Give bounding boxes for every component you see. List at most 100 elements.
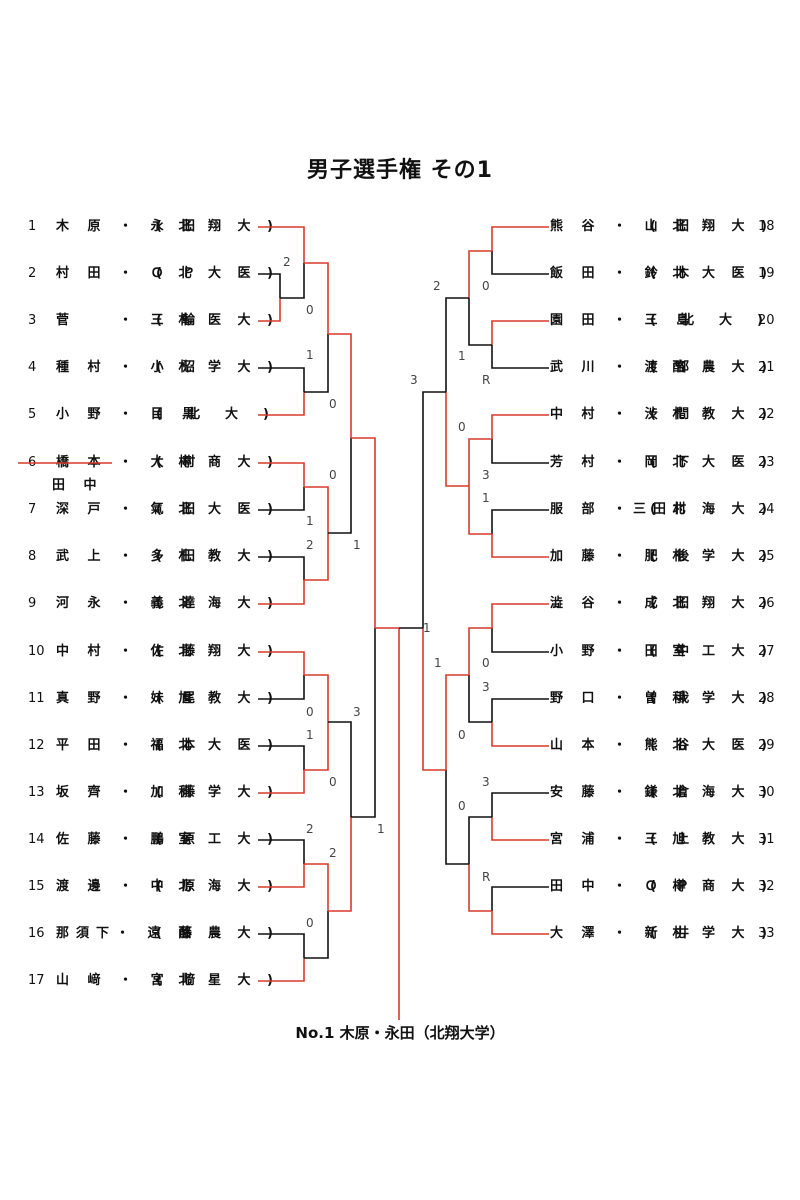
bracket-line	[258, 839, 305, 864]
entry-pair-names: 田 中 ・ Ｏ Ｐ	[550, 879, 697, 894]
entry-number: 21	[758, 360, 775, 375]
entry-club: ( 札 教 大 )	[650, 407, 773, 422]
entry-club: ( 札 学 大 )	[650, 926, 773, 941]
entry-number: 24	[758, 502, 775, 517]
entry-pair-names: 野 口 ・ 曽 我	[550, 691, 697, 706]
entry-club: ( 室 工 大 )	[156, 832, 279, 847]
entry-pair-names: 山 﨑 ・ 宮 﨑	[56, 973, 203, 988]
entry-pair-names: 服 部 ・三田村	[550, 502, 694, 517]
entry-number: 4	[28, 360, 37, 375]
score-label: 3	[482, 680, 490, 694]
bracket-line	[491, 345, 549, 369]
entry-number: 14	[28, 832, 45, 847]
score-label: 1	[306, 728, 314, 742]
entry-club: ( 樽 商 大 )	[650, 879, 773, 894]
entry-club: ( 北 海 大 )	[650, 785, 773, 800]
bracket-line	[304, 334, 329, 393]
entry-club: ( 北 大 )	[156, 407, 275, 422]
bracket-line	[258, 770, 305, 794]
entry-pair-names: 熊 谷 ・ 山 田	[550, 219, 697, 234]
entry-club: ( 北 大 医 )	[650, 455, 773, 470]
bracket-line	[491, 320, 549, 345]
bracket-line	[445, 392, 469, 487]
entry-number: 12	[28, 738, 45, 753]
entry-number: 25	[758, 549, 775, 564]
entry-number: 27	[758, 644, 775, 659]
score-label: 0	[482, 279, 490, 293]
bracket-line	[468, 675, 492, 723]
score-label: 1	[434, 656, 442, 670]
entry-number: 18	[758, 219, 775, 234]
entry-number: 10	[28, 644, 45, 659]
entry-pair-names: 佐 藤 ・ 鵬 原	[56, 832, 203, 847]
entry-pair-names: 坂 齊 ・ 加 藤	[56, 785, 203, 800]
score-label: 3	[410, 373, 418, 387]
bracket-line	[468, 486, 492, 535]
score-label: 3	[353, 705, 361, 719]
entry-pair-names: 河 永 ・ 義 達	[56, 596, 203, 611]
bracket-line	[468, 627, 492, 675]
bracket-line	[491, 911, 549, 935]
entry-number: 19	[758, 266, 775, 281]
entry-number: 1	[28, 219, 37, 234]
bracket-line	[468, 816, 492, 864]
bracket-title: 男子選手権 その1	[307, 158, 493, 183]
entry-number: 5	[28, 407, 37, 422]
entry-club: ( 札 学 大 )	[650, 549, 773, 564]
entry-number: 16	[28, 926, 45, 941]
entry-pair-names: 加 藤 ・ 肥 後	[550, 549, 697, 564]
entry-pair-names: 橋 本 ・ 大 村	[56, 455, 203, 470]
score-label: 1	[482, 491, 490, 505]
bracket-line	[304, 674, 329, 722]
bracket-line	[258, 273, 281, 298]
score-label: 0	[482, 656, 490, 670]
entry-number: 33	[758, 926, 775, 941]
entry-pair-names: 安 藤 ・ 鎌 倉	[550, 785, 697, 800]
entry-number: 23	[758, 455, 775, 470]
bracket-line	[258, 556, 305, 580]
bracket-line	[468, 438, 492, 486]
entry-pair-names: 種 村 ・ 小 沼	[56, 360, 203, 375]
entry-club: ( 北 海 大 )	[156, 879, 279, 894]
bracket-line	[280, 263, 305, 299]
bracket-line	[258, 392, 305, 416]
score-label: 0	[306, 916, 314, 930]
score-label: 1	[353, 538, 361, 552]
entry-pair-names: 澁 谷 ・ 成 田	[550, 596, 697, 611]
entry-club: ( 北 大 医 )	[156, 502, 279, 517]
right-entry-row: 25 加 藤 ・ 肥 後( 札 学 大 )	[550, 547, 780, 567]
bracket-line	[304, 863, 329, 911]
entry-pair-names: 飯 田 ・ 鈴 木	[550, 266, 697, 281]
bracket-line	[328, 333, 352, 438]
entry-pair-names: 芳 村 ・ 岡 下	[550, 455, 697, 470]
bracket-line	[328, 721, 352, 817]
bracket-line	[422, 391, 446, 628]
score-label: 2	[433, 279, 441, 293]
entry-pair-names: 園 田 ・ 三 島	[550, 313, 697, 328]
bracket-line	[445, 297, 469, 392]
entry-club: ( 札 学 大 )	[156, 360, 279, 375]
bracket-line	[328, 817, 352, 912]
entry-pair-names: 木 原 ・ 永 田	[56, 219, 203, 234]
score-label: 1	[306, 514, 314, 528]
bracket-lines	[258, 226, 549, 1020]
entry-pair-names: 真 野 ・ 妹 尾	[56, 691, 203, 706]
score-label: R	[482, 870, 490, 884]
bracket-line	[445, 674, 469, 770]
score-label: 2	[306, 538, 314, 552]
right-entry-row: 23 芳 村 ・ 岡 下( 北 大 医 )	[550, 453, 780, 473]
bracket-line	[258, 864, 305, 888]
entry-club: ( 北 大 医 )	[650, 266, 773, 281]
score-label: 3	[482, 775, 490, 789]
score-label: 1	[423, 621, 431, 635]
